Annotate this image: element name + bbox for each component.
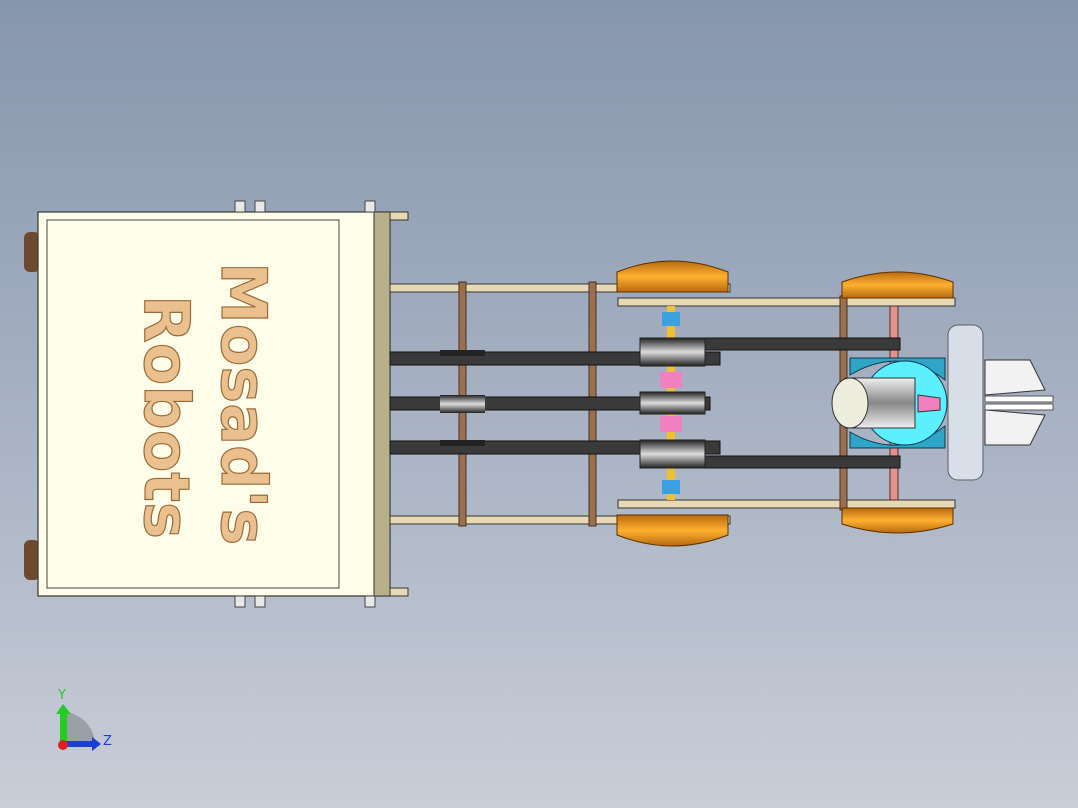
robot-body-box[interactable]: Mosad's Robots <box>24 200 409 608</box>
wheels <box>616 260 954 547</box>
y-axis-arrow <box>60 712 67 745</box>
wheel-front-bottom <box>841 507 954 534</box>
bumper-top <box>24 232 40 272</box>
body-front-plate <box>373 211 391 597</box>
side-rails <box>389 283 956 525</box>
y-axis-label: Y <box>57 688 66 703</box>
drive-shaft <box>440 306 706 500</box>
wheel-front-top <box>841 271 954 299</box>
plate-tab <box>389 587 409 597</box>
gripper-head[interactable] <box>831 324 1054 481</box>
model-label-mosads: Mosad's <box>207 262 280 545</box>
z-axis-arrow <box>63 741 93 747</box>
bumper-bottom <box>24 540 40 580</box>
wheel-rear-top <box>616 260 729 293</box>
body-inner-panel <box>46 219 340 589</box>
x-axis-dot <box>58 740 68 750</box>
coordinate-triad: Y Z <box>56 688 112 751</box>
plate-tab <box>389 211 409 221</box>
bolt-row-top <box>234 200 376 608</box>
z-axis-label: Z <box>103 734 112 749</box>
wheel-rear-bottom <box>616 514 729 547</box>
model-label-robots: Robots <box>130 295 203 539</box>
coupler <box>917 394 941 413</box>
